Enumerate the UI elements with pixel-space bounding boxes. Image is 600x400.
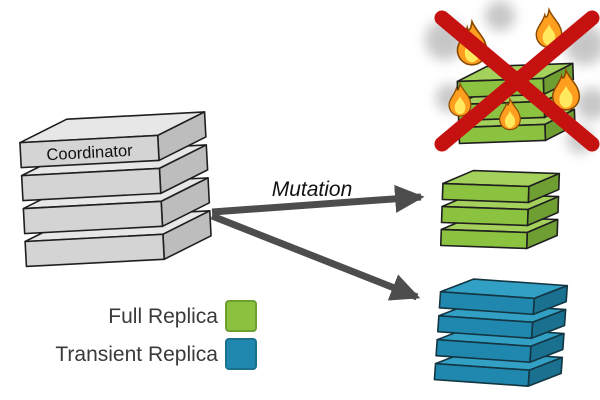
destroyed-replica: [425, 1, 600, 153]
slab-front-face: [441, 182, 530, 204]
arrow-shaft: [210, 212, 421, 301]
x-stroke: [434, 10, 600, 152]
slab-front-face: [22, 200, 164, 235]
legend-label-transient-replica: Transient Replica: [55, 343, 218, 366]
slab-front-face: [436, 314, 534, 340]
transient-arrow: [210, 212, 421, 301]
coordinator-label: Coordinator: [46, 142, 134, 165]
smoke-puff: [485, 1, 515, 31]
slab-front-face: [438, 291, 536, 316]
legend-swatch-transient-replica: [225, 338, 257, 370]
slab-front-face: [435, 338, 532, 364]
slab-front-face: [24, 233, 166, 268]
slab-front-face: [440, 205, 529, 227]
transient-replica-stack: [433, 278, 569, 387]
full-replica-stack: [439, 169, 561, 250]
coordinator-stack: [19, 111, 212, 268]
mutation-label: Mutation: [272, 178, 353, 201]
slab-front-face: [20, 167, 162, 202]
arrow-shaft: [211, 184, 425, 216]
x-mark-icon: [434, 10, 600, 152]
mutation-arrow: [211, 184, 425, 216]
smoke-puff: [576, 88, 600, 120]
legend: Full Replica Transient Replica: [55, 300, 257, 370]
slab-front-face: [19, 134, 160, 169]
legend-label-full-replica: Full Replica: [108, 305, 218, 328]
slab-front-face: [439, 228, 529, 250]
slab-front-face: [433, 362, 531, 387]
legend-swatch-full-replica: [225, 300, 257, 332]
